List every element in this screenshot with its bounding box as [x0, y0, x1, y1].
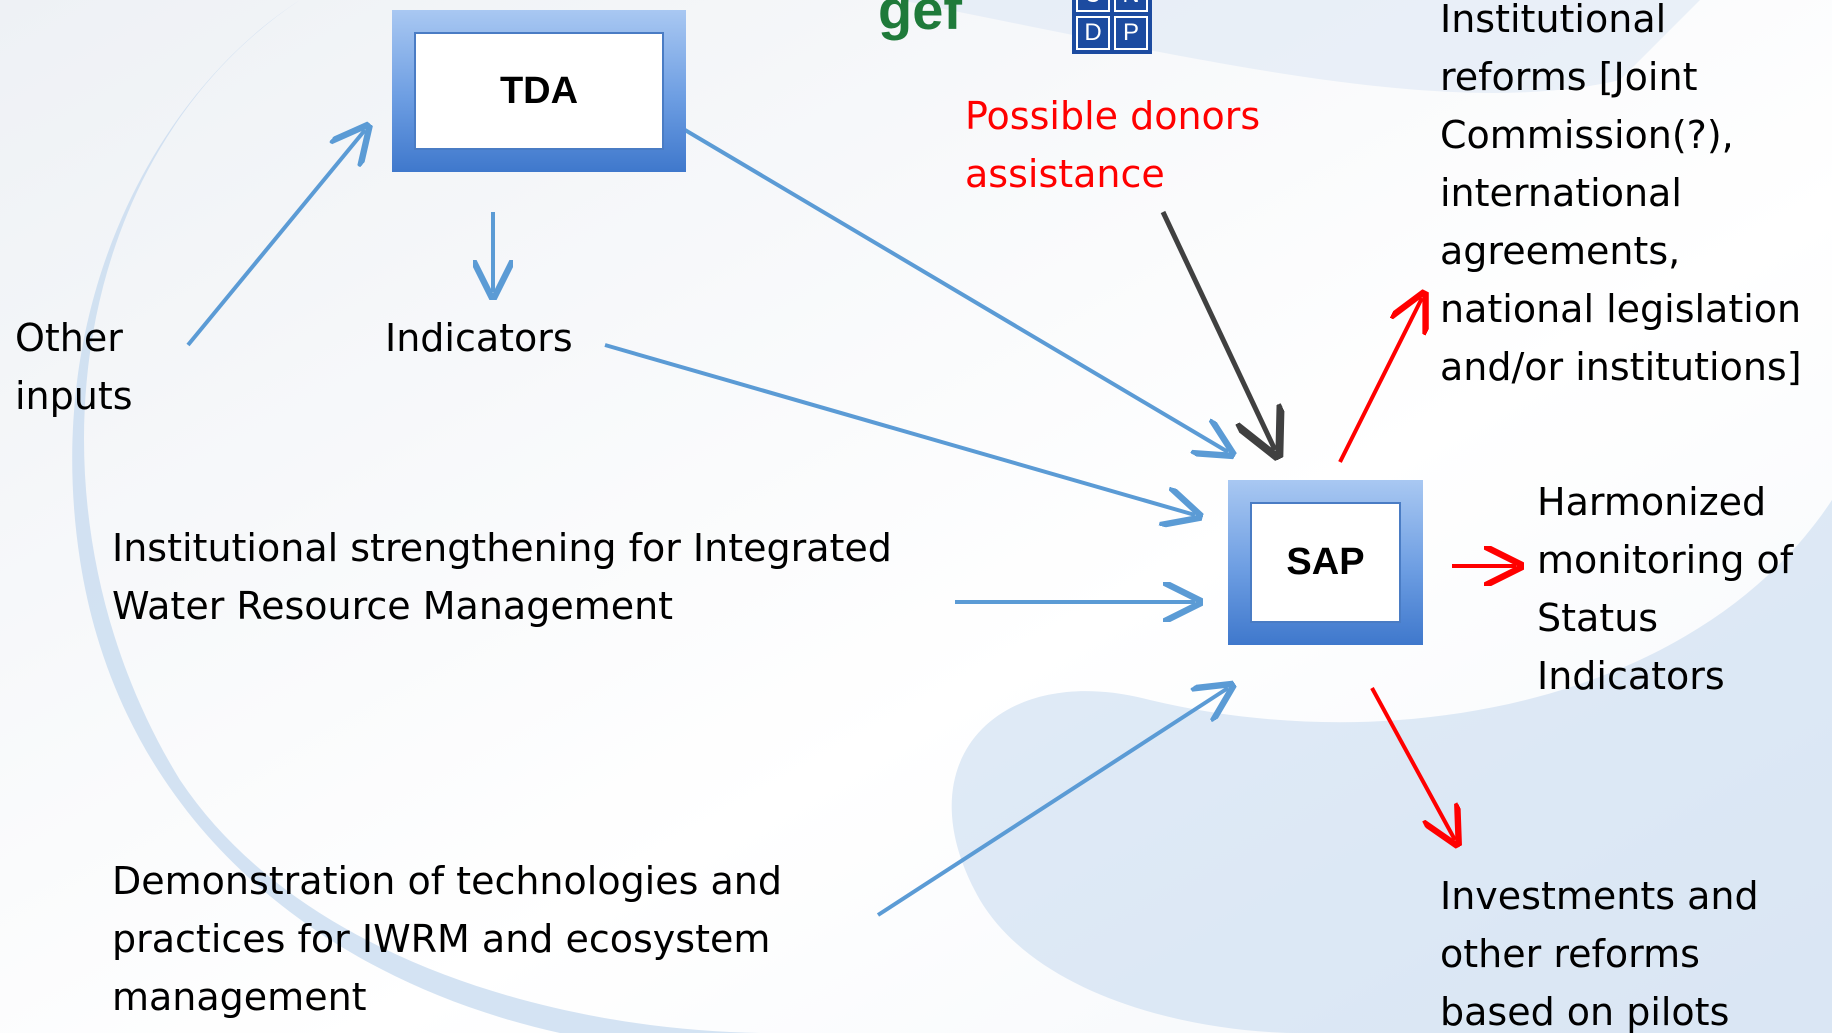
arrow-sap-to-reforms [1338, 298, 1422, 463]
investments-label: Investments and other reforms based on p… [1440, 874, 1759, 1033]
undp-letter-p: P [1114, 16, 1148, 50]
gef-logo-text: gef [878, 0, 962, 41]
harmonized-monitoring-label: Harmonized monitoring of Status Indicato… [1537, 480, 1794, 698]
institutional-reforms-label: Institutional reforms [Joint Commission(… [1440, 0, 1802, 389]
swirl-shape-right [951, 500, 1832, 1033]
sap-box: SAP [1228, 480, 1423, 645]
arrow-indicators-to-sap [604, 343, 1195, 515]
undp-logo: U N D P [1072, 0, 1152, 54]
indicators-label: Indicators [385, 316, 573, 360]
demonstration-label: Demonstration of technologies and practi… [112, 859, 782, 1019]
gef-logo: gef [878, 0, 962, 38]
institutional-strengthening-label: Institutional strengthening for Integrat… [112, 526, 892, 628]
undp-letter-u: U [1076, 0, 1110, 12]
arrow-other-inputs-to-tda [186, 130, 365, 347]
tda-box-inner: TDA [414, 32, 664, 150]
possible-donors-label: Possible donors assistance [965, 94, 1261, 196]
arrow-demonstration-to-sap [876, 688, 1228, 917]
arrow-tda-to-sap [683, 128, 1228, 452]
sap-box-inner: SAP [1250, 502, 1401, 623]
sap-label: SAP [1286, 541, 1365, 583]
arrow-donors-to-sap [1160, 210, 1275, 450]
arrow-sap-to-investments [1370, 687, 1455, 840]
tda-box: TDA [392, 10, 686, 172]
undp-letter-d: D [1076, 16, 1110, 50]
tda-label: TDA [499, 69, 579, 112]
other-inputs-label: Other inputs [15, 316, 133, 418]
undp-letter-n: N [1114, 0, 1148, 12]
